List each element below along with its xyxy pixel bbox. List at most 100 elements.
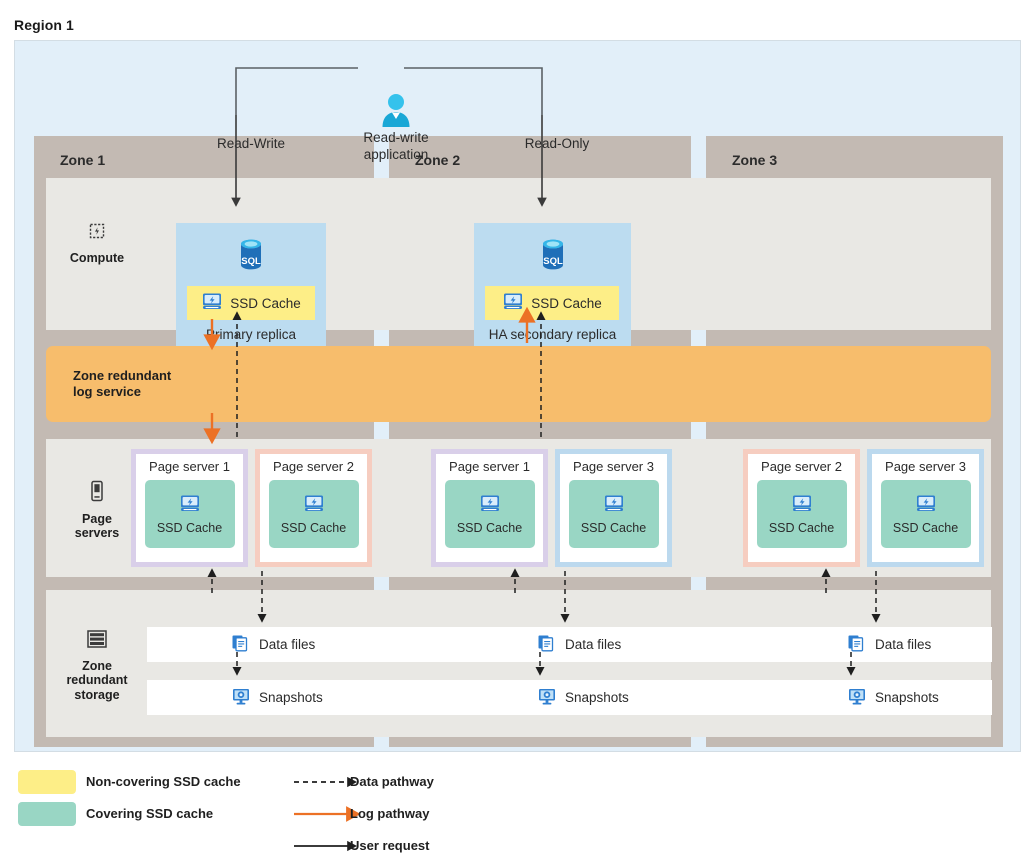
log-service-label-line2: log service (73, 384, 141, 399)
page-server-cache: SSD Cache (268, 480, 359, 548)
page-server-title: Page server 3 (573, 459, 654, 474)
page-server-card-z3-a[interactable]: Page server 2 SSD Cache (743, 449, 860, 567)
page-server-card-z1-b[interactable]: Page server 2 SSD Cache (255, 449, 372, 567)
snapshots-item-z3[interactable]: Snapshots (847, 686, 939, 709)
ssd-disk-icon (603, 493, 625, 518)
ssd-disk-icon (303, 493, 325, 518)
compute-layer: Compute SQL (46, 178, 991, 361)
storage-row-label: Zone redundant storage (54, 628, 140, 702)
log-service-band: Zone redundant log service (46, 346, 991, 422)
snapshot-monitor-icon (537, 686, 557, 709)
compute-label-text: Compute (69, 250, 125, 265)
documents-icon (847, 633, 867, 656)
page-server-cache: SSD Cache (144, 480, 235, 548)
ssd-disk-icon (201, 291, 223, 316)
page-server-cache: SSD Cache (756, 480, 847, 548)
snapshots-item-z1[interactable]: Snapshots (231, 686, 323, 709)
page-server-card-z2-b[interactable]: Page server 3 SSD Cache (555, 449, 672, 567)
ha-secondary-replica-card[interactable]: SQL SSD Cache HA secondary replica (474, 223, 631, 361)
legend-swatch-non-covering (18, 770, 76, 794)
read-write-label: Read-Write (216, 136, 286, 151)
legend-label-user-request: User request (350, 838, 430, 853)
storage-label-line3: storage (74, 687, 120, 702)
data-files-bar: Data files Data files (147, 627, 992, 662)
page-server-title: Page server 1 (149, 459, 230, 474)
data-files-label: Data files (565, 637, 622, 652)
page-title: Region 1 (14, 17, 74, 33)
snapshots-label: Snapshots (565, 690, 629, 705)
svg-text:SQL: SQL (543, 256, 563, 267)
storage-layer: Zone redundant storage Data files (46, 590, 992, 737)
legend-label-log-pathway: Log pathway (350, 806, 430, 821)
snapshots-bar: Snapshots Snapshots (147, 680, 992, 715)
legend-label-covering: Covering SSD cache (86, 806, 214, 821)
ssd-disk-icon (915, 493, 937, 518)
ha-secondary-ssd-cache-label: SSD Cache (531, 295, 602, 311)
primary-replica-card[interactable]: SQL SSD Cache Primary replica (176, 223, 326, 361)
ssd-disk-icon (479, 493, 501, 518)
person-icon (381, 93, 411, 127)
sql-database-icon: SQL (537, 237, 569, 280)
page-servers-layer: Page servers Page server 1 SSD Cache (46, 439, 991, 577)
log-service-label-line1: Zone redundant (73, 368, 172, 383)
legend-line-samples (294, 776, 361, 852)
page-server-cache: SSD Cache (568, 480, 659, 548)
ssd-disk-icon (502, 291, 524, 316)
ssd-disk-icon (179, 493, 201, 518)
cpu-chip-icon (54, 220, 140, 246)
legend-label-non-covering: Non-covering SSD cache (86, 774, 241, 789)
snapshots-label: Snapshots (875, 690, 939, 705)
zone-title-3: Zone 3 (732, 152, 778, 168)
zone-title-2: Zone 2 (415, 152, 461, 168)
page-server-cache-label: SSD Cache (892, 521, 959, 535)
log-service-label: Zone redundant log service (73, 368, 171, 400)
page-server-card-z1-a[interactable]: Page server 1 SSD Cache (131, 449, 248, 567)
server-device-icon (54, 479, 140, 507)
snapshots-item-z2[interactable]: Snapshots (537, 686, 629, 709)
compute-row-label: Compute (54, 220, 140, 265)
zone-title-1: Zone 1 (60, 152, 106, 168)
page-server-cache: SSD Cache (444, 480, 535, 548)
page-server-cache-label: SSD Cache (280, 521, 347, 535)
read-only-label: Read-Only (524, 136, 590, 151)
page-server-cache: SSD Cache (880, 480, 971, 548)
legend-swatch-covering (18, 802, 76, 826)
primary-ssd-cache-label: SSD Cache (230, 295, 301, 311)
page-server-card-z2-a[interactable]: Page server 1 SSD Cache (431, 449, 548, 567)
page-server-title: Page server 2 (273, 459, 354, 474)
page-server-cache-label: SSD Cache (580, 521, 647, 535)
application-label-line1: Read-write (363, 130, 429, 145)
page-server-cache-label: SSD Cache (156, 521, 223, 535)
region-container: Zone 1 Zone 2 Zone 3 Compute (14, 40, 1021, 752)
page-server-card-z3-b[interactable]: Page server 3 SSD Cache (867, 449, 984, 567)
primary-replica-caption: Primary replica (205, 327, 297, 342)
legend: Non-covering SSD cache Covering SSD cach… (14, 763, 1021, 863)
storage-stack-icon (54, 628, 140, 654)
page-server-title: Page server 2 (761, 459, 842, 474)
data-files-label: Data files (875, 637, 932, 652)
page-server-title: Page server 1 (449, 459, 530, 474)
application-label-line2: application (363, 146, 429, 162)
svg-text:SQL: SQL (241, 256, 261, 267)
documents-icon (537, 633, 557, 656)
ha-secondary-ssd-cache: SSD Cache (485, 286, 619, 320)
sql-database-icon: SQL (235, 237, 267, 280)
ssd-disk-icon (791, 493, 813, 518)
primary-ssd-cache: SSD Cache (187, 286, 315, 320)
data-files-item-z2[interactable]: Data files (537, 633, 621, 656)
data-files-item-z1[interactable]: Data files (231, 633, 315, 656)
application-label: Read-write application (331, 130, 461, 163)
documents-icon (231, 633, 251, 656)
legend-label-data-pathway: Data pathway (350, 774, 434, 789)
application-band: Read-write application Read-Write Read-O… (15, 41, 1020, 162)
ha-secondary-replica-caption: HA secondary replica (488, 327, 617, 342)
data-files-label: Data files (259, 637, 316, 652)
page-servers-label-line2: servers (74, 526, 120, 540)
snapshot-monitor-icon (231, 686, 251, 709)
snapshots-label: Snapshots (259, 690, 323, 705)
page-servers-row-label: Page servers (54, 479, 140, 541)
snapshot-monitor-icon (847, 686, 867, 709)
page-server-title: Page server 3 (885, 459, 966, 474)
page-servers-label-line1: Page (82, 511, 112, 526)
data-files-item-z3[interactable]: Data files (847, 633, 931, 656)
